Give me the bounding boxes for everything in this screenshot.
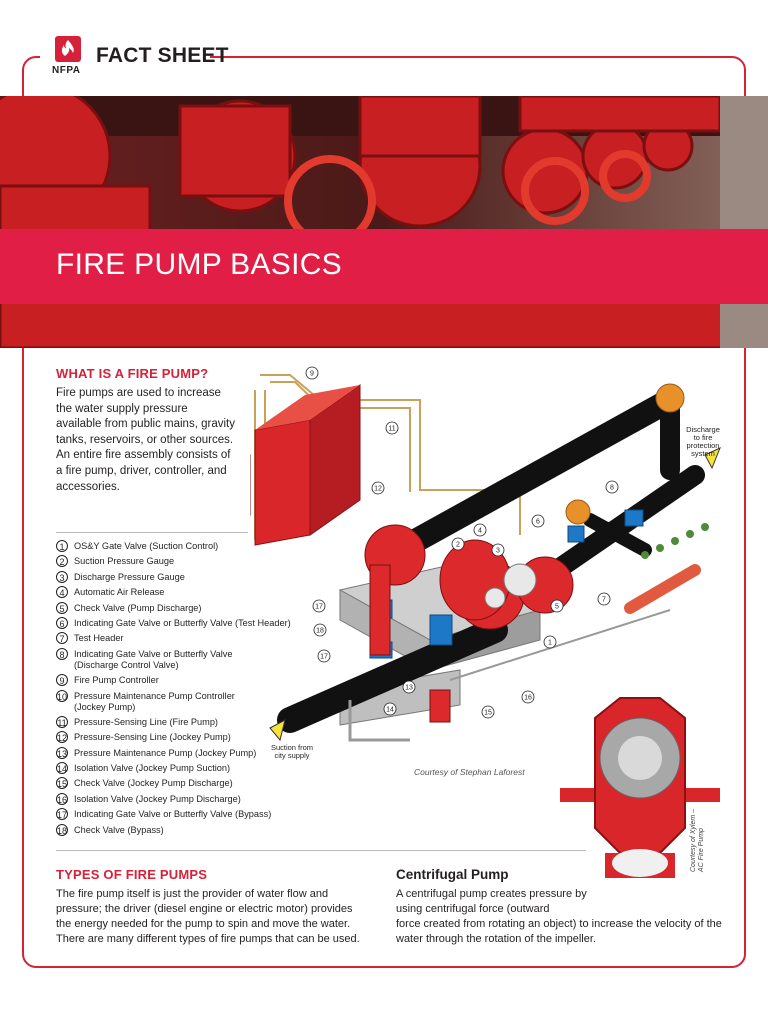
centrifugal-text-1: A centrifugal pump creates pressure by u… [396, 888, 587, 915]
svg-text:6: 6 [536, 519, 540, 526]
types-heading: TYPES OF FIRE PUMPS [56, 867, 208, 882]
legend-label: Indicating Gate Valve or Butterfly Valve… [74, 617, 291, 628]
svg-text:8: 8 [610, 485, 614, 492]
centrifugal-text-2: force created from rotating an object) t… [396, 918, 722, 945]
svg-text:17: 17 [315, 604, 323, 611]
pump-credit: Courtesy of Xylem – AC Fire Pump [690, 808, 705, 872]
legend-item: 10 Pressure Maintenance Pump Controller (… [56, 689, 316, 713]
legend-number: 2 [56, 555, 68, 568]
legend-number: 10 [56, 689, 68, 702]
svg-text:14: 14 [386, 707, 394, 714]
legend-label: Pressure-Sensing Line (Jockey Pump) [74, 732, 231, 743]
centrifugal-pump-photo [560, 697, 720, 878]
svg-text:15: 15 [484, 710, 492, 717]
legend-label: Check Valve (Jockey Pump Discharge) [74, 778, 233, 789]
legend-item: 2 Suction Pressure Gauge [56, 555, 316, 568]
svg-text:4: 4 [478, 528, 482, 535]
diagram-credit: Courtesy of Stephan Laforest [414, 767, 525, 777]
legend-item: 3 Discharge Pressure Gauge [56, 570, 316, 583]
legend-label: Automatic Air Release [74, 587, 165, 598]
nfpa-logo-icon [55, 36, 81, 62]
suction-label: Suction from city supply [270, 743, 314, 760]
legend-number: 4 [56, 586, 68, 599]
legend-item: 11 Pressure-Sensing Line (Fire Pump) [56, 715, 316, 728]
legend-item: 15 Check Valve (Jockey Pump Discharge) [56, 777, 316, 790]
legend-item: 8 Indicating Gate Valve or Butterfly Valv… [56, 647, 316, 671]
legend-item: 5 Check Valve (Pump Discharge) [56, 601, 316, 614]
svg-text:11: 11 [388, 426, 395, 433]
legend-number: 8 [56, 647, 68, 660]
legend-item: 1 OS&Y Gate Valve (Suction Control) [56, 540, 316, 552]
svg-text:18: 18 [316, 628, 324, 635]
svg-text:5: 5 [555, 604, 559, 611]
divider-left [56, 532, 248, 533]
legend-number: 9 [56, 674, 68, 687]
divider-bottom [56, 850, 586, 851]
legend-number: 16 [56, 792, 68, 805]
svg-text:2: 2 [456, 542, 460, 549]
legend-label: Pressure-Sensing Line (Fire Pump) [74, 716, 218, 727]
legend-number: 18 [56, 823, 68, 836]
legend-item: 17 Indicating Gate Valve or Butterfly Val… [56, 808, 316, 821]
legend-number: 3 [56, 570, 68, 583]
fact-sheet-title: FACT SHEET [96, 44, 229, 67]
legend-number: 13 [56, 746, 68, 759]
legend-number: 7 [56, 632, 68, 645]
legend-number: 17 [56, 808, 68, 821]
legend-item: 14 Isolation Valve (Jockey Pump Suction) [56, 762, 316, 775]
discharge-label: Discharge to fire protection system [686, 425, 720, 458]
legend-item: 9 Fire Pump Controller [56, 674, 316, 687]
legend-number: 6 [56, 616, 68, 629]
legend-number: 1 [56, 540, 68, 552]
legend-label: Isolation Valve (Jockey Pump Discharge) [74, 793, 241, 804]
legend-item: 13 Pressure Maintenance Pump (Jockey Pump… [56, 746, 316, 759]
svg-text:9: 9 [310, 371, 314, 378]
page-title: FIRE PUMP BASICS [56, 248, 342, 281]
legend-number: 5 [56, 601, 68, 614]
legend-item: 16 Isolation Valve (Jockey Pump Discharge… [56, 792, 316, 805]
centrifugal-heading: Centrifugal Pump [396, 867, 509, 882]
legend-label: Fire Pump Controller [74, 675, 159, 686]
legend-label: Indicating Gate Valve or Butterfly Valve… [74, 809, 272, 820]
legend-number: 15 [56, 777, 68, 790]
legend-number: 12 [56, 731, 68, 744]
page-frame [22, 56, 746, 968]
legend-label: Check Valve (Pump Discharge) [74, 602, 202, 613]
legend-item: 12 Pressure-Sensing Line (Jockey Pump) [56, 731, 316, 744]
svg-text:3: 3 [496, 548, 500, 555]
legend-label: Isolation Valve (Jockey Pump Suction) [74, 763, 231, 774]
legend-label: Pressure Maintenance Pump (Jockey Pump) [74, 747, 257, 758]
legend-item: 4 Automatic Air Release [56, 586, 316, 599]
legend-label: Test Header [74, 633, 124, 644]
legend-item: 18 Check Valve (Bypass) [56, 823, 316, 836]
legend-number: 14 [56, 762, 68, 775]
legend-number: 11 [56, 715, 68, 728]
legend-item: 7 Test Header [56, 632, 316, 645]
legend-label: Pressure Maintenance Pump Controller (Jo… [74, 690, 235, 712]
hero-image [0, 96, 768, 348]
what-is-heading: WHAT IS A FIRE PUMP? [56, 366, 209, 381]
legend-label: OS&Y Gate Valve (Suction Control) [74, 541, 219, 551]
legend-label: Discharge Pressure Gauge [74, 571, 185, 582]
logo-text: NFPA [52, 65, 81, 76]
svg-text:1: 1 [548, 640, 552, 647]
title-band [0, 229, 768, 304]
legend-item: 6 Indicating Gate Valve or Butterfly Valv… [56, 616, 316, 629]
svg-text:7: 7 [602, 597, 606, 604]
svg-text:13: 13 [405, 685, 413, 692]
svg-text:17: 17 [320, 654, 328, 661]
svg-text:16: 16 [524, 695, 532, 702]
legend-label: Check Valve (Bypass) [74, 824, 164, 835]
what-is-text: Fire pumps are used to increase the wate… [56, 387, 235, 493]
legend-label: Suction Pressure Gauge [74, 556, 175, 567]
legend-label: Indicating Gate Valve or Butterfly Valve… [74, 648, 233, 670]
types-text: The fire pump itself is just the provide… [56, 888, 360, 945]
svg-text:12: 12 [374, 486, 382, 493]
